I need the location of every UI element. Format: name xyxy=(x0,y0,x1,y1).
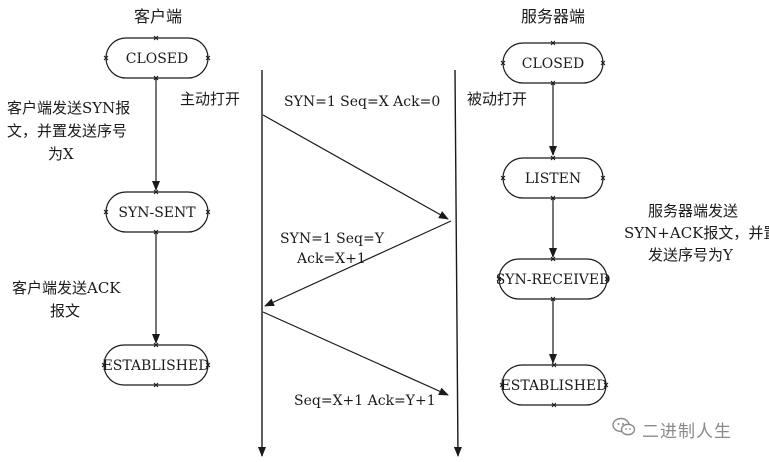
client-title: 客户端 xyxy=(134,7,182,26)
note-server-synack-line3: 发送序号为Y xyxy=(648,246,734,264)
watermark-text: 二进制人生 xyxy=(642,421,732,442)
server-state-established: ESTABLISHED xyxy=(501,364,608,406)
note-client-syn-line2: 文，并置发送序号 xyxy=(7,122,127,140)
note-client-syn-line1: 客户端发送SYN报 xyxy=(7,99,130,117)
msg-synack-label-line1: SYN=1 Seq=Y xyxy=(280,231,385,247)
msg-syn-arrow xyxy=(262,114,449,220)
wechat-icon xyxy=(612,416,636,442)
active-open-label: 主动打开 xyxy=(180,90,240,108)
client-state-syn-sent: SYN-SENT xyxy=(105,191,209,233)
client-state-established-label: ESTABLISHED xyxy=(103,358,210,374)
msg-synack-arrow xyxy=(264,220,452,307)
server-title: 服务器端 xyxy=(521,7,585,26)
server-timeline xyxy=(453,69,462,457)
client-state-closed-label: CLOSED xyxy=(126,51,189,67)
server-state-established-label: ESTABLISHED xyxy=(501,378,608,394)
note-client-ack-line2: 报文 xyxy=(50,302,80,320)
client-state-closed: CLOSED xyxy=(105,37,209,79)
msg-syn-label: SYN=1 Seq=X Ack=0 xyxy=(284,94,440,110)
note-client-ack-line1: 客户端发送ACK xyxy=(12,279,121,297)
msg-ack-label: Seq=X+1 Ack=Y+1 xyxy=(294,393,436,409)
msg-synack-label-line2: Ack=X+1 xyxy=(296,251,366,267)
server-state-syn-received-label: SYN-RECEIVED xyxy=(496,272,611,288)
server-state-closed-label: CLOSED xyxy=(522,56,585,72)
client-state-syn-sent-label: SYN-SENT xyxy=(118,205,196,221)
server-state-syn-received: SYN-RECEIVED xyxy=(496,258,611,300)
client-state-established: ESTABLISHED xyxy=(103,344,210,386)
note-server-synack-line2: SYN+ACK报文，并置 xyxy=(624,224,769,242)
server-state-listen-label: LISTEN xyxy=(525,171,581,187)
connector-marks xyxy=(101,35,610,408)
server-state-closed: CLOSED xyxy=(502,42,604,84)
note-client-syn-line3: 为X xyxy=(48,145,74,163)
watermark: 二进制人生 xyxy=(612,416,732,442)
passive-open-label: 被动打开 xyxy=(467,90,527,108)
msg-ack-arrow xyxy=(262,311,449,396)
server-state-listen: LISTEN xyxy=(502,157,604,199)
note-server-synack-line1: 服务器端发送 xyxy=(648,202,738,220)
